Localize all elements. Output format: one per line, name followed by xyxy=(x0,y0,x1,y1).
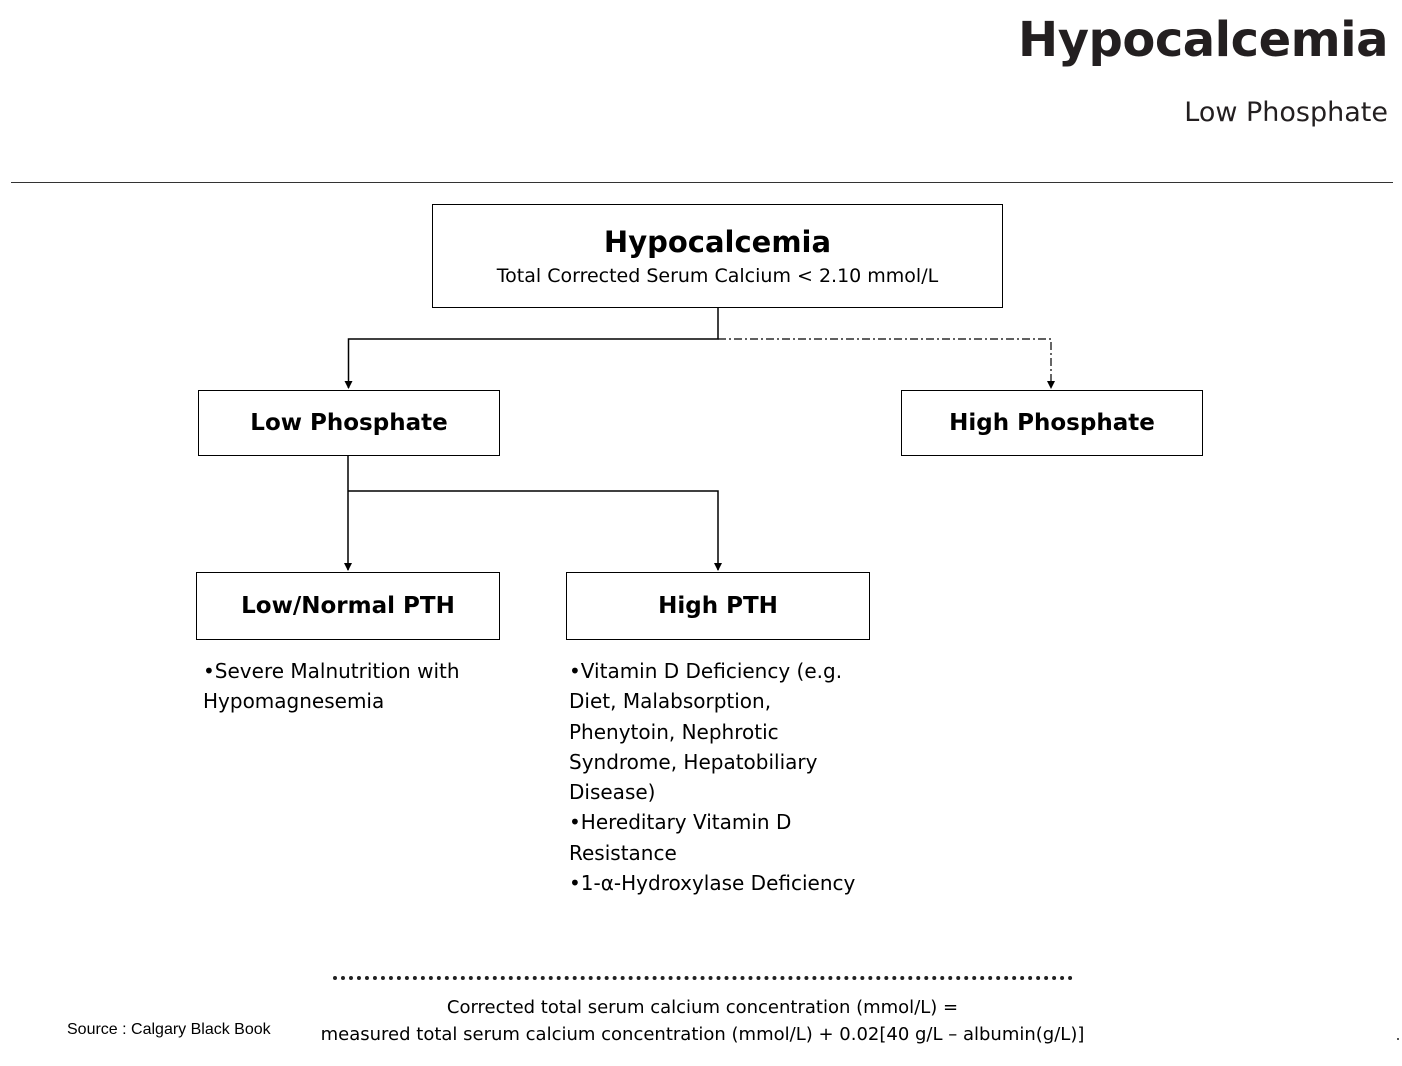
node-low-normal-pth-label: Low/Normal PTH xyxy=(241,593,455,619)
low-normal-pth-causes: •Severe Malnutrition with Hypomagnesemia xyxy=(203,656,503,717)
correction-formula: Corrected total serum calcium concentrat… xyxy=(300,994,1105,1048)
list-item: •Vitamin D Deficiency (e.g. Diet, Malabs… xyxy=(569,659,843,805)
connector-low-phosphate-to-high-pth xyxy=(348,490,722,571)
page-subtitle: Low Phosphate xyxy=(1184,97,1388,128)
node-low-normal-pth: Low/Normal PTH xyxy=(196,572,500,640)
list-item: •Hereditary Vitamin D Resistance xyxy=(569,810,792,865)
source-citation: Source : Calgary Black Book xyxy=(67,1021,271,1038)
node-low-phosphate-label: Low Phosphate xyxy=(250,410,448,436)
high-pth-causes: •Vitamin D Deficiency (e.g. Diet, Malabs… xyxy=(569,656,869,898)
header-divider xyxy=(11,182,1393,183)
node-high-pth: High PTH xyxy=(566,572,870,640)
formula-line-2: measured total serum calcium concentrati… xyxy=(320,1024,1085,1045)
list-item: •Severe Malnutrition with Hypomagnesemia xyxy=(203,659,460,714)
root-node-hypocalcemia: Hypocalcemia Total Corrected Serum Calci… xyxy=(432,204,1003,308)
list-item: •1-α-Hydroxylase Deficiency xyxy=(569,871,856,896)
corner-mark xyxy=(1397,1038,1399,1040)
node-low-phosphate: Low Phosphate xyxy=(198,390,500,456)
connector-root-to-high-phosphate xyxy=(718,338,1055,389)
formula-divider xyxy=(333,976,1073,980)
root-node-criteria: Total Corrected Serum Calcium < 2.10 mmo… xyxy=(496,265,939,287)
page-title: Hypocalcemia xyxy=(1018,12,1388,68)
formula-line-1: Corrected total serum calcium concentrat… xyxy=(446,997,959,1018)
node-high-phosphate: High Phosphate xyxy=(901,390,1203,456)
node-high-pth-label: High PTH xyxy=(658,593,778,619)
connector-root-to-low-phosphate xyxy=(344,308,719,389)
root-node-title: Hypocalcemia xyxy=(603,225,832,259)
node-high-phosphate-label: High Phosphate xyxy=(949,410,1155,436)
